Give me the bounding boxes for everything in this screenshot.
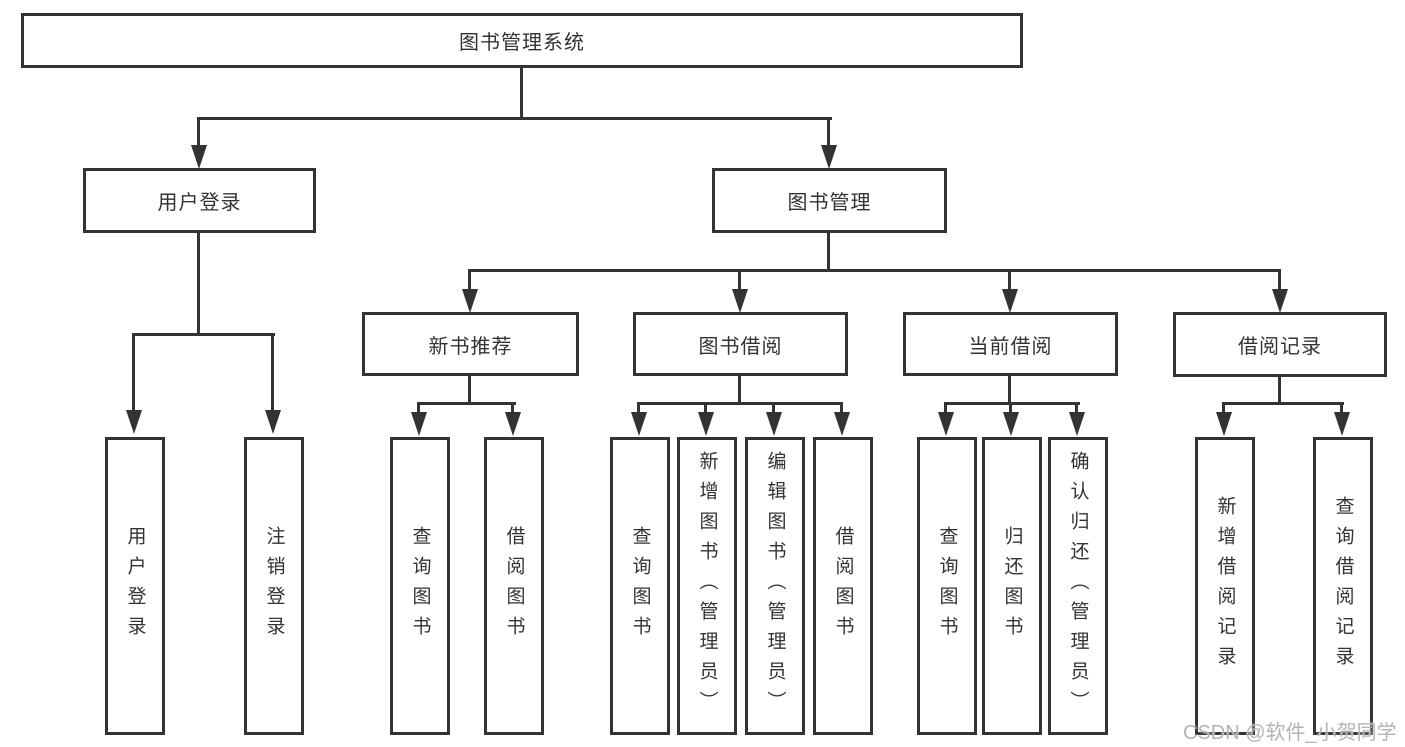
node-new-book-recommend: 新书推荐 [362, 312, 579, 376]
node-label: 新书推荐 [428, 335, 513, 358]
connector-vline [511, 404, 514, 414]
arrowhead-down-icon [126, 410, 142, 434]
node-label: 查询图书 [936, 526, 958, 646]
node-book-borrowing: 图书借阅 [633, 312, 848, 376]
arrowhead-down-icon [821, 145, 837, 169]
connector-hline [944, 402, 1080, 405]
connector-hline [637, 402, 843, 405]
node-label: 归还图书 [1001, 526, 1023, 646]
node-logout: 注销登录 [244, 437, 304, 735]
node-label: 借阅图书 [503, 526, 525, 646]
node-label: 编辑图书（管理员） [764, 451, 786, 721]
connector-vline [772, 404, 775, 414]
connector-hline [468, 269, 1281, 272]
node-label: 当前借阅 [968, 335, 1053, 358]
arrowhead-down-icon [191, 145, 207, 169]
connector-vline [417, 404, 420, 414]
node-label: 图书管理系统 [459, 32, 585, 54]
node-book-management: 图书管理 [712, 168, 947, 233]
arrowhead-down-icon [732, 289, 748, 313]
node-label: 查询借阅记录 [1332, 496, 1354, 676]
node-library-management-system: 图书管理系统 [21, 13, 1023, 68]
connector-vline [637, 404, 640, 414]
node-borrow-books-borrowing: 借阅图书 [813, 437, 873, 735]
arrowhead-down-icon [462, 289, 478, 313]
arrowhead-down-icon [631, 412, 647, 436]
arrowhead-down-icon [1003, 412, 1019, 436]
connector-vline [1008, 271, 1011, 291]
arrowhead-down-icon [1334, 412, 1350, 436]
node-label: 图书管理 [787, 192, 872, 214]
connector-vline [840, 404, 843, 414]
connector-vline [1222, 404, 1225, 414]
arrowhead-down-icon [1002, 289, 1018, 313]
node-borrowing-records: 借阅记录 [1173, 312, 1387, 377]
connector-vline [468, 271, 471, 291]
node-query-books-current: 查询图书 [917, 437, 977, 735]
node-label: 借阅记录 [1238, 336, 1322, 358]
connector-hline [417, 402, 516, 405]
node-return-book: 归还图书 [982, 437, 1042, 735]
node-current-borrowing: 当前借阅 [903, 312, 1118, 376]
csdn-watermark: CSDN @软件_小贺同学 [1183, 722, 1397, 744]
connector-vline [827, 119, 830, 147]
connector-vline [944, 404, 947, 414]
node-label: 查询图书 [629, 526, 651, 646]
connector-hline [132, 333, 275, 336]
node-query-books-borrowing: 查询图书 [610, 437, 670, 735]
connector-vline [1278, 271, 1281, 291]
connector-vline [738, 376, 741, 404]
connector-hline [197, 117, 832, 120]
connector-vline [1009, 404, 1012, 414]
arrowhead-down-icon [411, 412, 427, 436]
arrowhead-down-icon [766, 412, 782, 436]
node-label: 图书借阅 [698, 335, 783, 358]
node-label: 确认归还（管理员） [1067, 451, 1089, 721]
node-label: 新增图书（管理员） [696, 451, 718, 721]
connector-vline [1278, 376, 1281, 404]
node-confirm-return-admin: 确认归还（管理员） [1048, 437, 1108, 735]
arrowhead-down-icon [1069, 412, 1085, 436]
arrowhead-down-icon [698, 412, 714, 436]
node-label: 用户登录 [124, 526, 146, 646]
node-user-login-leaf: 用户登录 [105, 437, 165, 735]
arrowhead-down-icon [265, 410, 281, 434]
node-query-books-recommend: 查询图书 [390, 437, 450, 735]
connector-vline [197, 119, 200, 147]
node-query-borrow-record: 查询借阅记录 [1313, 437, 1373, 735]
connector-vline [468, 376, 471, 404]
node-label: 借阅图书 [832, 526, 854, 646]
connector-vline [197, 233, 200, 335]
connector-vline [704, 404, 707, 414]
arrowhead-down-icon [834, 412, 850, 436]
node-label: 新增借阅记录 [1214, 496, 1236, 676]
node-edit-book-admin: 编辑图书（管理员） [745, 437, 805, 735]
node-add-book-admin: 新增图书（管理员） [677, 437, 737, 735]
connector-vline [271, 335, 274, 412]
connector-vline [520, 68, 523, 119]
connector-vline [1340, 404, 1343, 414]
arrowhead-down-icon [1272, 289, 1288, 313]
connector-vline [827, 233, 830, 271]
node-add-borrow-record: 新增借阅记录 [1195, 437, 1255, 735]
connector-vline [1075, 404, 1078, 414]
node-borrow-books-recommend: 借阅图书 [484, 437, 544, 735]
arrowhead-down-icon [938, 412, 954, 436]
connector-vline [1008, 376, 1011, 404]
node-label: 注销登录 [263, 526, 285, 646]
node-user-login: 用户登录 [83, 168, 316, 233]
connector-vline [132, 335, 135, 412]
connector-hline [1222, 402, 1344, 405]
node-label: 用户登录 [157, 192, 242, 214]
connector-vline [738, 271, 741, 291]
arrowhead-down-icon [1216, 412, 1232, 436]
arrowhead-down-icon [505, 412, 521, 436]
node-label: 查询图书 [409, 526, 431, 646]
